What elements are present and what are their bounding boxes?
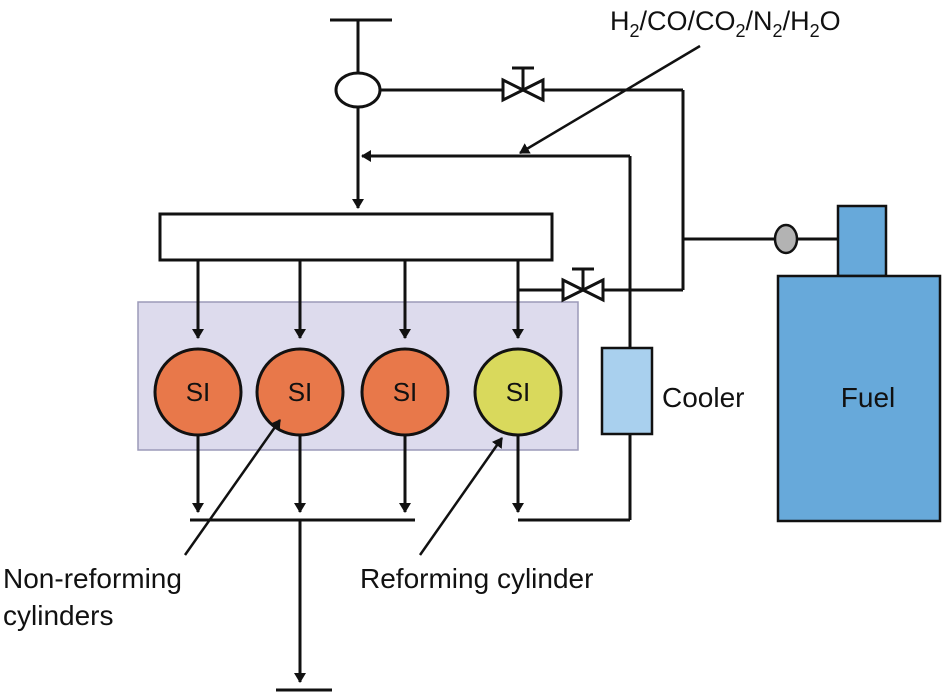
gas-label-text: /N <box>746 6 773 36</box>
fuel-tank <box>776 274 942 523</box>
cylinder-3: SI <box>360 347 450 437</box>
reformate-gas-label: H2/CO/CO2/N2/H2O <box>610 6 841 41</box>
gas-label-subscript: 2 <box>630 21 640 41</box>
mixer-valve <box>334 71 382 109</box>
fuel-tank-neck <box>836 204 888 278</box>
gas-label-subscript: 2 <box>810 21 820 41</box>
cylinder-4-label: SI <box>506 377 531 407</box>
lower-valve-icon <box>561 267 605 303</box>
fuel-label: Fuel <box>841 382 895 413</box>
gas-label-text: O <box>820 6 841 36</box>
non-reforming-pointer <box>183 419 282 556</box>
gas-label-text: /CO/CO <box>640 6 736 36</box>
fuel-pump-icon <box>773 223 799 255</box>
gas-label-subscript: 2 <box>736 21 746 41</box>
cylinder-1: SI <box>153 347 243 437</box>
reforming-label: Reforming cylinder <box>360 563 593 594</box>
cooler <box>600 346 654 436</box>
cylinder-1-label: SI <box>186 377 211 407</box>
top-valve-icon <box>501 66 545 103</box>
cylinder-2-label: SI <box>288 377 313 407</box>
cylinder-2: SI <box>255 347 345 437</box>
non-reforming-label-line2: cylinders <box>3 600 113 631</box>
cylinder-3-label: SI <box>393 377 418 407</box>
non-reforming-label-line1: Non-reforming <box>3 563 182 594</box>
gas-label-pointer <box>519 44 701 155</box>
cooler-label: Cooler <box>662 382 744 413</box>
gas-label-text: H <box>610 6 630 36</box>
gas-label-subscript: 2 <box>773 21 783 41</box>
intake-manifold <box>158 212 554 262</box>
reforming-pointer <box>418 437 504 556</box>
gas-label-text: /H <box>783 6 810 36</box>
cylinder-4-reforming: SI <box>473 347 563 437</box>
